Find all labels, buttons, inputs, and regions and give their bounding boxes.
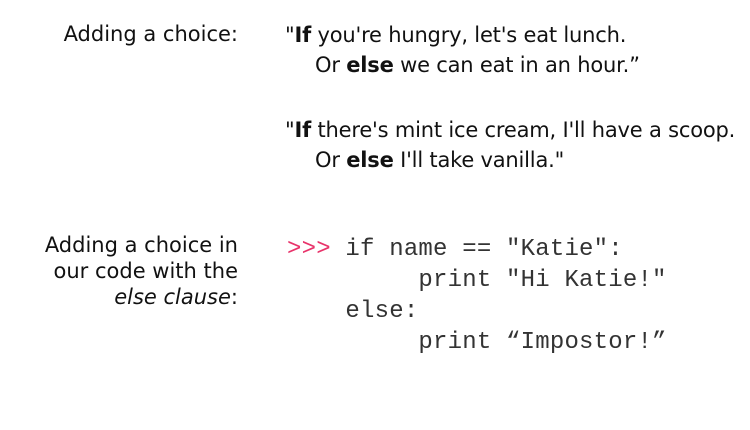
quote-line: Or else we can eat in an hour.” [285,50,640,80]
code-line: print "Hi Katie!" [287,267,667,294]
quote-line: Or else I'll take vanilla." [285,145,735,175]
else-clause-term: else clause [114,285,231,309]
python-prompt: >>> [287,236,331,263]
open-quote: " [285,23,295,47]
quote-text: I'll take vanilla." [393,148,565,172]
label-line: else clause: [45,284,238,310]
label-line: our code with the [53,259,238,283]
quote-text: Or [315,148,347,172]
example-quote-lunch: "If you're hungry, let's eat lunch. Or e… [285,20,640,80]
quote-line: "If you're hungry, let's eat lunch. [285,20,640,50]
quote-line: "If there's mint ice cream, I'll have a … [285,115,735,145]
quote-text: there's mint ice cream, I'll have a scoo… [311,118,736,142]
quote-text: we can eat in an hour.” [393,53,640,77]
section-label-adding-choice: Adding a choice: [63,22,238,46]
keyword-else: else [346,53,394,77]
keyword-else: else [346,148,394,172]
code-example: >>> if name == "Katie": print "Hi Katie!… [287,234,667,358]
keyword-if: If [294,23,312,47]
keyword-if: If [294,118,312,142]
open-quote: " [285,118,295,142]
code-text: if name == "Katie": [330,236,623,263]
section-label-else-clause: Adding a choice in our code with the els… [45,232,238,310]
quote-text: Or [315,53,347,77]
example-quote-ice-cream: "If there's mint ice cream, I'll have a … [285,115,735,175]
code-line: >>> if name == "Katie": [287,234,667,265]
code-line: print “Impostor!” [287,329,667,356]
label-line: Adding a choice in [44,233,238,257]
code-line: else: [287,298,419,325]
label-colon: : [230,285,238,309]
quote-text: you're hungry, let's eat lunch. [311,23,627,47]
